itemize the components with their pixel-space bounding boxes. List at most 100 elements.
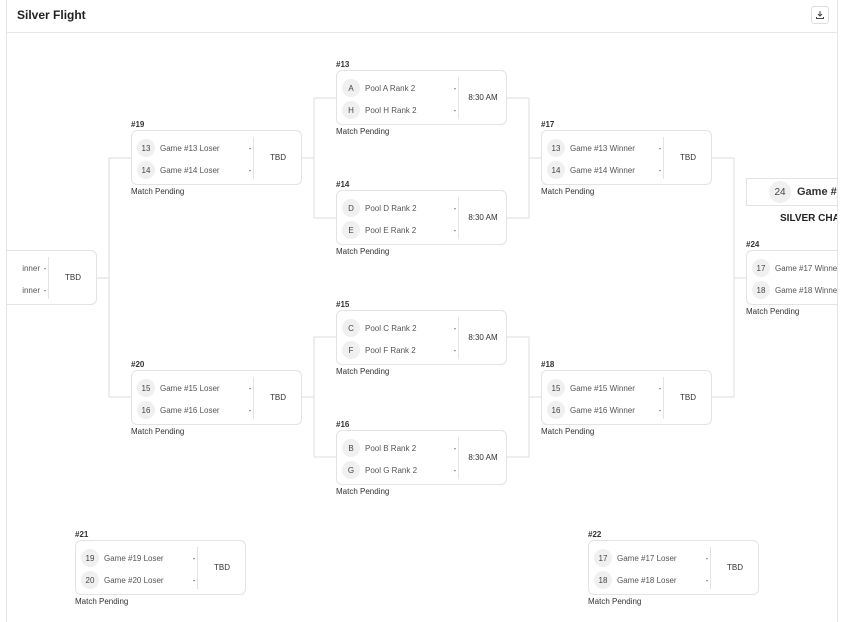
download-button[interactable] xyxy=(811,6,829,24)
match-number: #13 xyxy=(336,60,350,69)
seed-badge: B xyxy=(342,439,360,457)
team-name: inner xyxy=(22,263,40,273)
match-status: Match Pending xyxy=(336,127,390,136)
team-score: - xyxy=(453,323,457,333)
team-row[interactable]: 15 Game #15 Winner - xyxy=(547,379,665,397)
team-name: Game #17 Loser xyxy=(617,553,677,563)
seed-badge: 15 xyxy=(547,379,565,397)
seed-badge: 18 xyxy=(752,281,770,299)
match-status: Match Pending xyxy=(131,427,185,436)
seed-badge: F xyxy=(342,341,360,359)
match-time: TBD xyxy=(65,273,81,282)
team-name: Pool B Rank 2 xyxy=(365,443,417,453)
team-row[interactable]: 18 Game #18 Winne xyxy=(752,281,837,299)
team-score: - xyxy=(705,575,709,585)
seed-badge: 20 xyxy=(81,571,99,589)
connector-20 xyxy=(302,336,336,458)
team-name: Pool G Rank 2 xyxy=(365,465,418,475)
team-name: Game #19 Loser xyxy=(104,553,164,563)
card-divider xyxy=(253,137,254,179)
champion-box: 24 Game # xyxy=(746,178,837,206)
team-name: Game #16 Loser xyxy=(160,405,220,415)
match-time: TBD xyxy=(270,153,286,162)
seed-badge: G xyxy=(342,461,360,479)
match-time: TBD xyxy=(727,563,743,572)
seed-badge: D xyxy=(342,199,360,217)
download-icon xyxy=(816,11,824,19)
match-time: 8:30 AM xyxy=(468,93,498,102)
champion-seed: 24 xyxy=(769,181,791,203)
team-score: - xyxy=(192,575,196,585)
team-score: - xyxy=(43,263,47,273)
match-number: #20 xyxy=(131,360,145,369)
match-number: #21 xyxy=(75,530,89,539)
team-row[interactable]: B Pool B Rank 2 - xyxy=(342,439,460,457)
seed-badge: 16 xyxy=(137,401,155,419)
page-title: Silver Flight xyxy=(17,8,86,22)
match-status: Match Pending xyxy=(541,427,595,436)
match-status: Match Pending xyxy=(75,597,129,606)
team-score: - xyxy=(658,383,662,393)
match-time: TBD xyxy=(270,393,286,402)
seed-badge: 19 xyxy=(81,549,99,567)
match-status: Match Pending xyxy=(746,307,800,316)
team-score: - xyxy=(453,443,457,453)
match-card[interactable]: inner-inner-TBD xyxy=(7,250,97,305)
team-name: Pool H Rank 2 xyxy=(365,105,417,115)
team-name: Game #15 Winner xyxy=(570,383,635,393)
team-name: Game #18 Winne xyxy=(775,285,837,295)
team-row[interactable]: inner- xyxy=(7,281,50,299)
card-divider xyxy=(48,257,49,299)
team-score: - xyxy=(453,105,457,115)
team-name: Game #13 Loser xyxy=(160,143,220,153)
team-score: - xyxy=(192,553,196,563)
match-number: #15 xyxy=(336,300,350,309)
card-divider xyxy=(663,377,664,419)
match-status: Match Pending xyxy=(336,487,390,496)
team-row[interactable]: inner- xyxy=(7,259,50,277)
match-status: Match Pending xyxy=(336,367,390,376)
team-score: - xyxy=(453,225,457,235)
team-row[interactable]: 19 Game #19 Loser - xyxy=(81,549,199,567)
match-number: #16 xyxy=(336,420,350,429)
seed-badge: 17 xyxy=(752,259,770,277)
match-time: TBD xyxy=(680,153,696,162)
connector-left xyxy=(97,157,131,398)
card-divider xyxy=(458,437,459,479)
team-score: - xyxy=(658,405,662,415)
match-number: #17 xyxy=(541,120,555,129)
seed-badge: A xyxy=(342,79,360,97)
team-score: - xyxy=(453,83,457,93)
team-name: Game #13 Winner xyxy=(570,143,635,153)
